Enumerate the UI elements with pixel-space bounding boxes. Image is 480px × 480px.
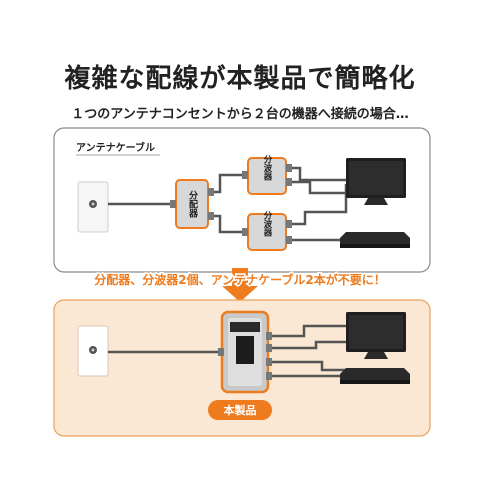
tv-icon [346,312,406,359]
product-label-pill [208,400,272,420]
distributor-device: 分配器 [170,179,214,229]
product-label: 本製品 [224,403,257,417]
splitter-bottom-device: 分波器 [242,211,292,251]
banner-text: 分配器、分波器2個、アンテナケーブル2本が不要に！ [94,272,386,287]
subline: １つのアンテナコンセントから２台の機器へ接続の場合… [71,107,409,122]
recorder-icon [340,232,410,248]
down-arrow-icon [222,268,258,302]
product-device [218,310,272,394]
headline: 複雑な配線が本製品で簡略化 [64,64,416,94]
splitter-top-label: 分波器 [262,155,273,182]
tv-icon [346,158,406,205]
before-cables [108,166,348,242]
recorder-icon [340,368,410,384]
after-cables [108,324,346,378]
cable-label: アンテナケーブル [76,141,155,154]
distributor-label: 分配器 [187,189,199,218]
antenna-outlet-icon [77,325,109,377]
antenna-outlet-icon [77,181,109,233]
splitter-top-device: 分波器 [242,155,292,195]
splitter-bottom-label: 分波器 [262,211,273,238]
